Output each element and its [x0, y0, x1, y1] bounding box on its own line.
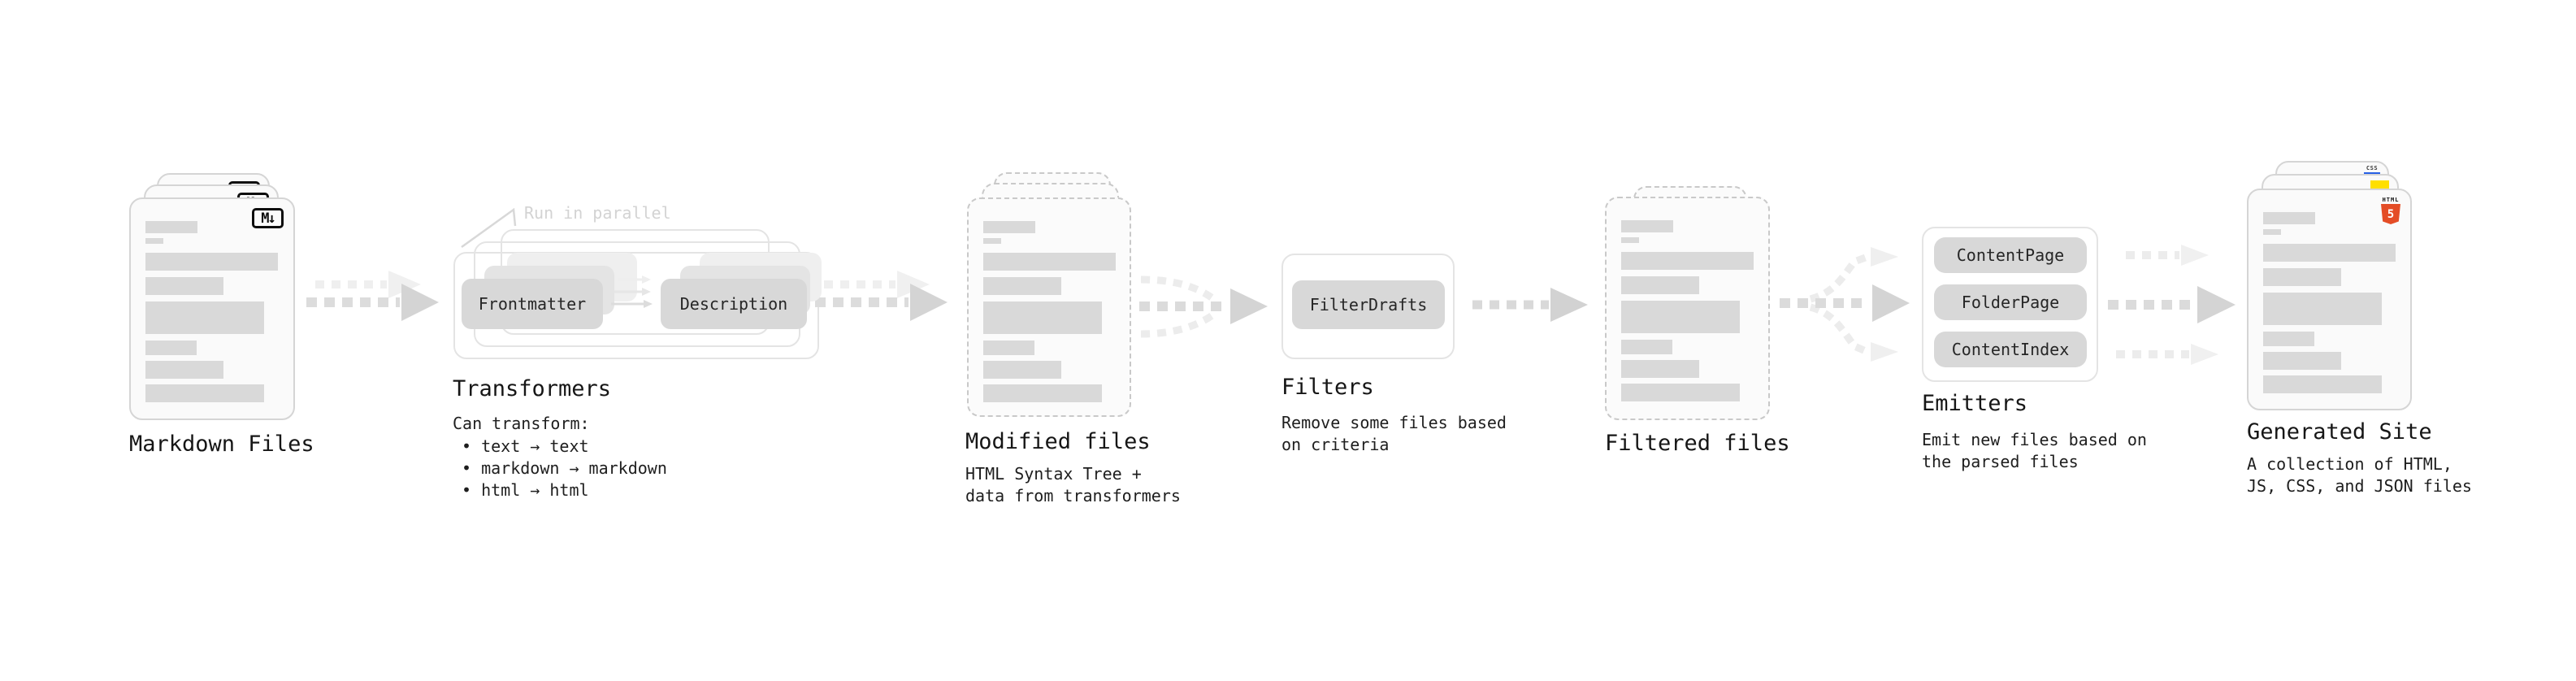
document-placeholder-lines: [1621, 220, 1754, 401]
document-placeholder-lines: [2263, 212, 2396, 393]
transform-step-arrows-icon: [611, 275, 653, 308]
emitter-box-contentpage: ContentPage: [1934, 237, 2087, 273]
emitter-box-folderpage: FolderPage: [1934, 284, 2087, 320]
css-badge-underline: [2364, 172, 2380, 175]
filtered-files-title: Filtered files: [1605, 431, 1790, 456]
emitters-title: Emitters: [1922, 391, 2028, 416]
flow-arrow-transformers-to-modified: [815, 271, 948, 321]
document-placeholder-lines: [145, 221, 278, 402]
run-in-parallel-note: Run in parallel: [524, 203, 671, 223]
modified-files-desc: data from transformers: [965, 486, 1181, 505]
filters-panel: [1281, 254, 1455, 359]
filters-desc: on criteria: [1281, 435, 1390, 454]
flow-arrows-emitters-to-site: [2108, 245, 2236, 365]
modified-file-card-front: [967, 197, 1131, 417]
transformer-box-description: Description: [661, 279, 807, 329]
flow-arrow-modified-to-filters: [1139, 275, 1268, 338]
flow-arrow-filtered-to-emitters: [1780, 247, 1910, 362]
html5-label: HTML: [2382, 197, 2400, 203]
flow-arrow-filters-to-filtered: [1472, 288, 1588, 322]
transformer-box-frontmatter: Frontmatter: [462, 279, 603, 329]
filters-title: Filters: [1281, 375, 1374, 400]
modified-files-desc: HTML Syntax Tree +: [965, 464, 1142, 484]
filter-box-filterdrafts: FilterDrafts: [1292, 280, 1445, 329]
filtered-file-card-front: [1605, 197, 1770, 420]
generated-site-desc: A collection of HTML,: [2247, 454, 2452, 474]
html5-shield: 5: [2381, 204, 2400, 224]
transformers-title: Transformers: [453, 376, 612, 401]
transformers-bullet: • markdown → markdown: [462, 458, 667, 478]
css-badge: CSS: [2364, 166, 2380, 175]
flow-arrow-markdown-to-transformers: [306, 271, 439, 321]
filters-desc: Remove some files based: [1281, 413, 1507, 432]
parallel-note-callout-line: [461, 207, 517, 249]
emitters-panel: [1922, 227, 2098, 382]
modified-files-title: Modified files: [965, 429, 1151, 454]
document-placeholder-lines: [983, 221, 1116, 402]
transformers-bullet: • html → html: [462, 480, 589, 500]
css-badge-label: CSS: [2366, 165, 2379, 171]
javascript-badge: [2370, 180, 2389, 190]
emitter-box-contentindex: ContentIndex: [1934, 332, 2087, 367]
transformers-bullet: • text → text: [462, 436, 589, 456]
emitters-desc: the parsed files: [1922, 452, 2079, 471]
markdown-file-card-front: M↓: [129, 197, 295, 420]
generated-site-desc: JS, CSS, and JSON files: [2247, 476, 2472, 496]
site-file-card-html: HTML 5: [2247, 189, 2412, 410]
emitters-desc: Emit new files based on: [1922, 430, 2147, 449]
generated-site-title: Generated Site: [2247, 419, 2432, 445]
transformers-desc-heading: Can transform:: [453, 414, 590, 433]
markdown-icon: M↓: [252, 208, 284, 228]
markdown-files-title: Markdown Files: [129, 432, 314, 457]
html5-icon: HTML 5: [2380, 197, 2401, 224]
